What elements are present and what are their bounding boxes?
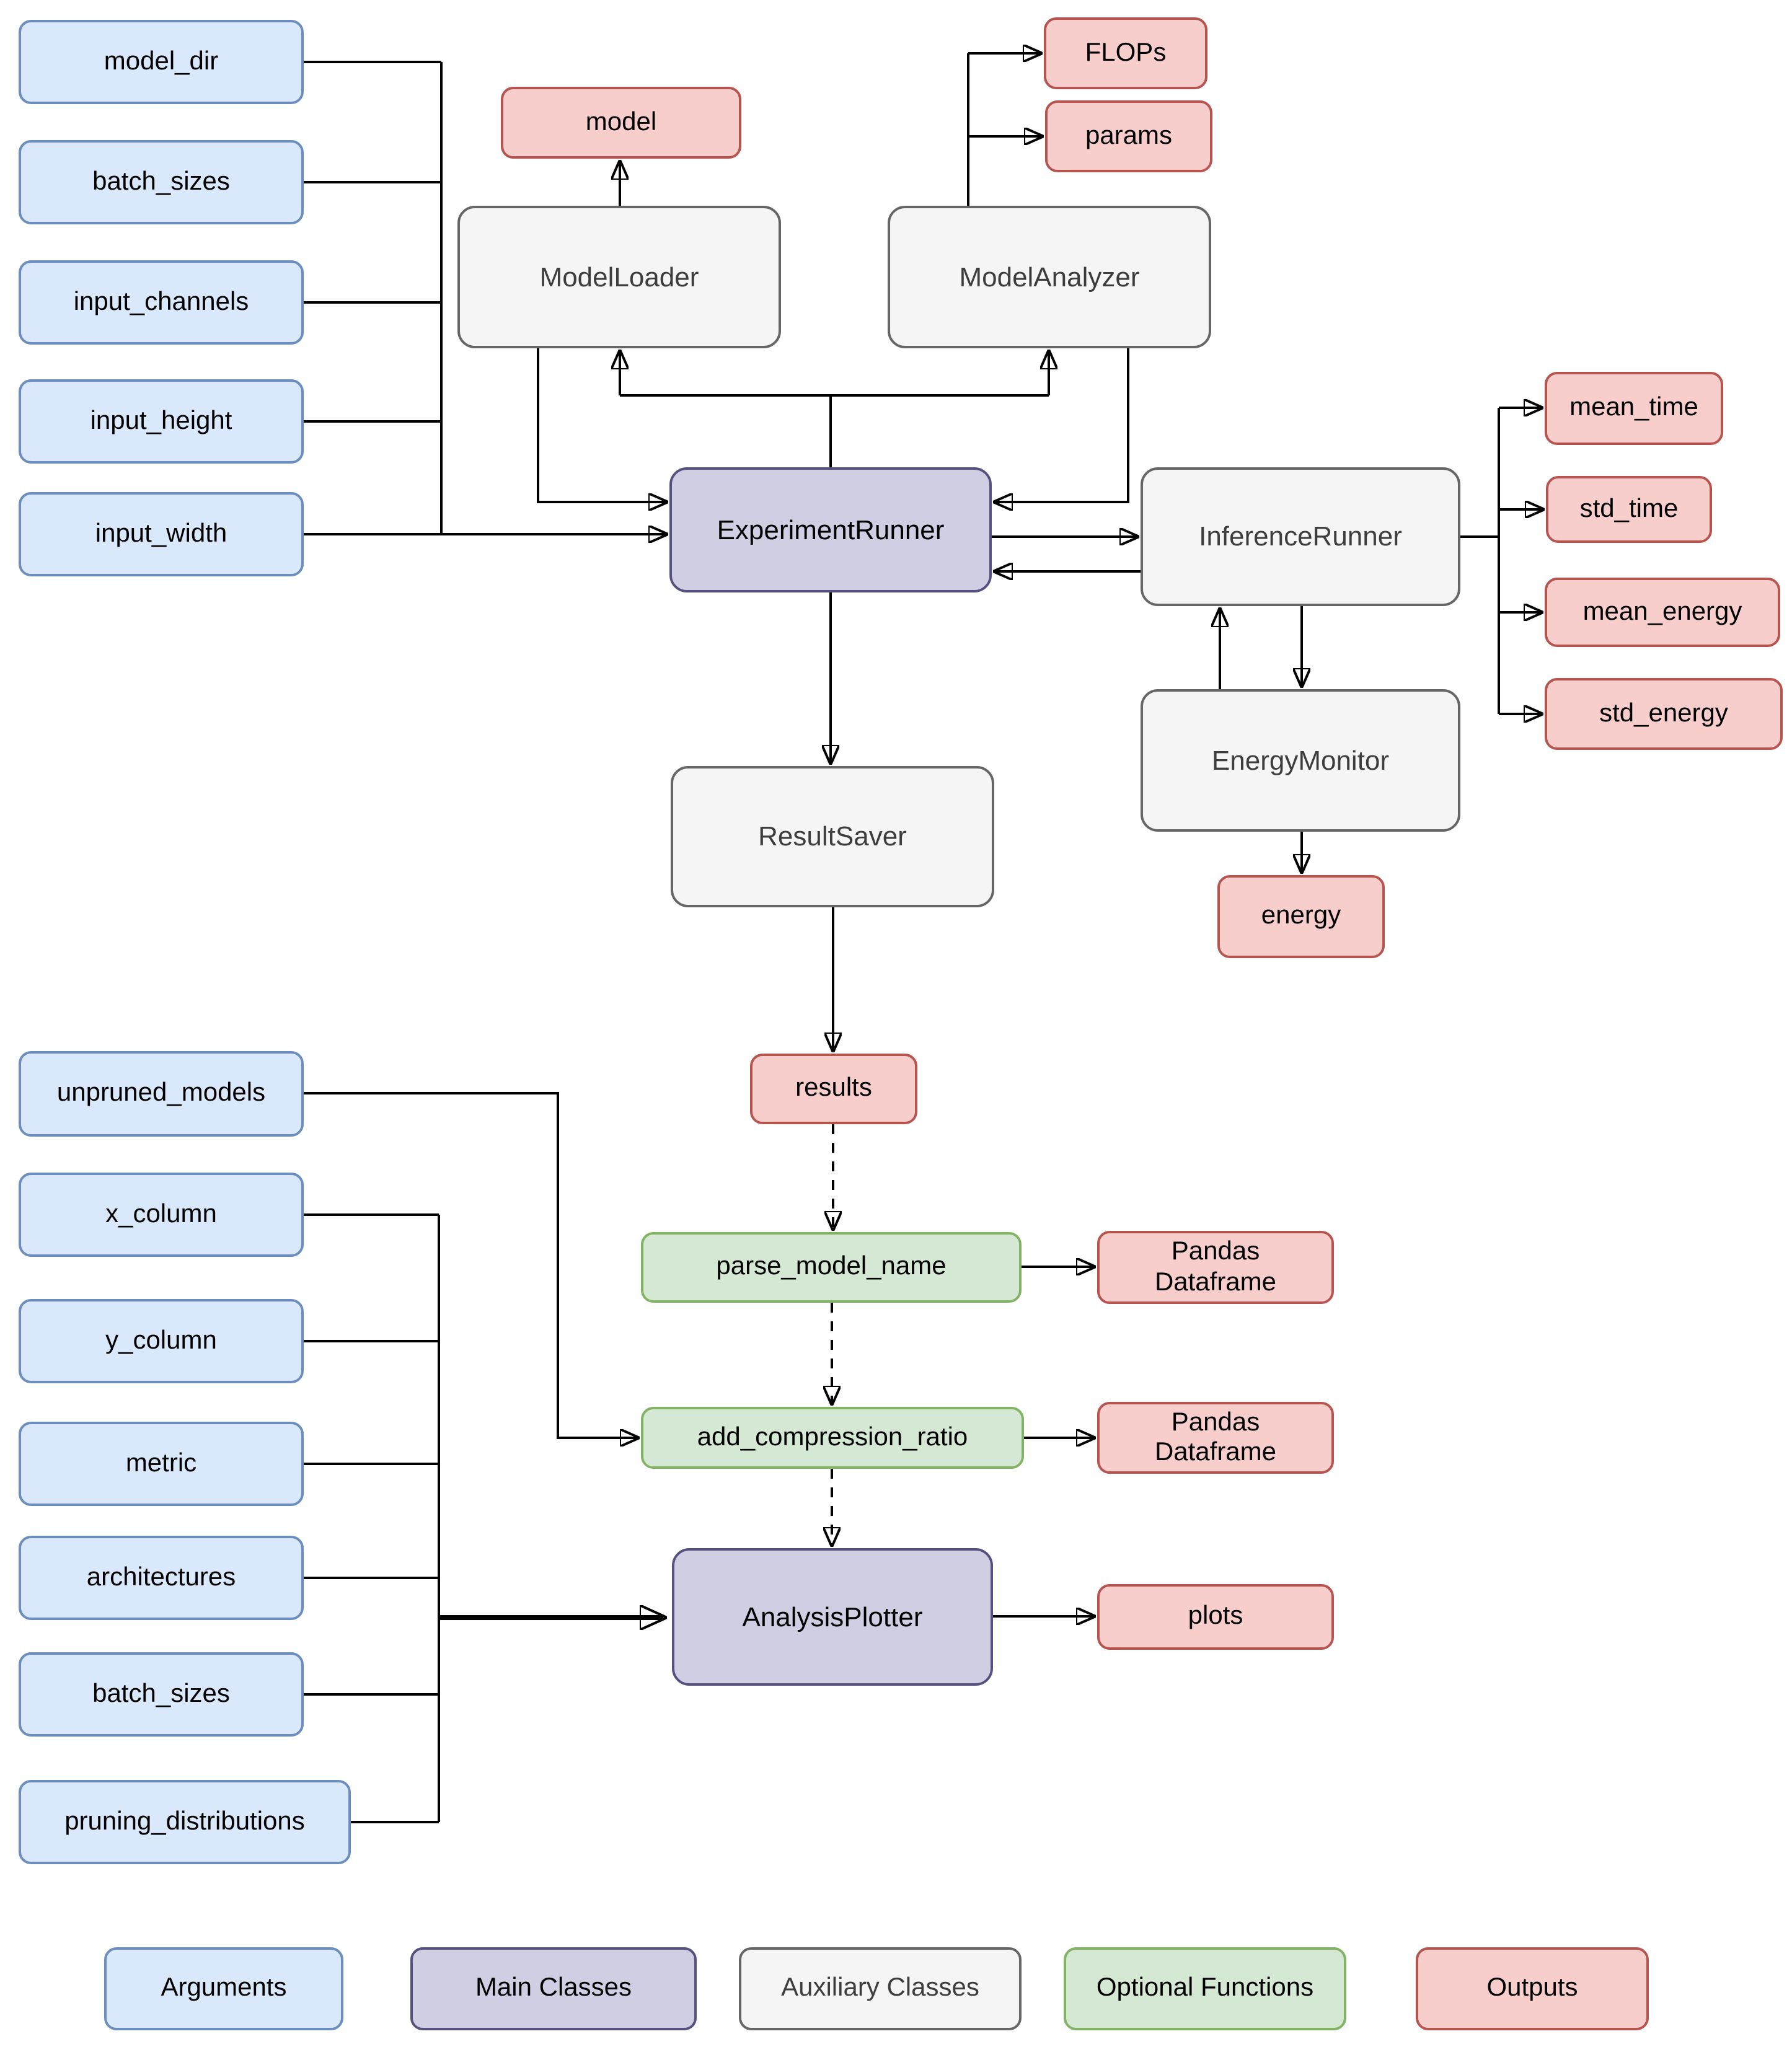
- legend-item-main-classes: Main Classes: [410, 1947, 697, 2030]
- node-label: batch_sizes: [92, 1679, 230, 1708]
- node-pandas-dataframe-1: Pandas Dataframe: [1097, 1231, 1334, 1304]
- legend-item-arguments: Arguments: [104, 1947, 343, 2030]
- node-label: ExperimentRunner: [717, 514, 945, 545]
- node-unpruned-models: unpruned_models: [19, 1051, 304, 1137]
- edge-experimentrunner-inferencerunner: [992, 537, 1141, 571]
- node-parse-model-name: parse_model_name: [641, 1232, 1022, 1303]
- node-input-height: input_height: [19, 379, 304, 464]
- node-label: input_height: [90, 406, 232, 435]
- node-label: architectures: [86, 1562, 236, 1592]
- node-label: mean_time: [1569, 393, 1698, 422]
- node-experiment-runner: ExperimentRunner: [669, 467, 992, 592]
- node-label: mean_energy: [1582, 597, 1742, 626]
- node-std-time: std_time: [1546, 476, 1712, 543]
- node-energy: energy: [1217, 875, 1385, 958]
- node-model: model: [501, 87, 741, 159]
- node-label: FLOPs: [1085, 38, 1167, 67]
- node-label: params: [1085, 121, 1173, 150]
- node-label: ModelAnalyzer: [959, 261, 1140, 293]
- node-mean-time: mean_time: [1545, 372, 1723, 445]
- node-label: Pandas Dataframe: [1154, 1407, 1277, 1466]
- node-params: params: [1045, 100, 1212, 172]
- legend-label: Arguments: [161, 1973, 287, 2002]
- node-batch-sizes: batch_sizes: [19, 140, 304, 224]
- node-pruning-distributions: pruning_distributions: [19, 1780, 351, 1864]
- node-label: plots: [1188, 1601, 1243, 1631]
- legend-label: Auxiliary Classes: [781, 1973, 979, 2002]
- legend-label: Main Classes: [475, 1973, 632, 2002]
- edge-modelloader-to-experimentrunner: [537, 348, 666, 502]
- node-add-compression-ratio: add_compression_ratio: [641, 1407, 1024, 1469]
- node-inference-runner: InferenceRunner: [1141, 467, 1460, 606]
- legend-label: Outputs: [1486, 1973, 1578, 2002]
- node-label: std_energy: [1599, 698, 1728, 728]
- node-result-saver: ResultSaver: [671, 766, 994, 907]
- node-label: input_width: [95, 519, 227, 548]
- node-label: InferenceRunner: [1199, 521, 1402, 552]
- edge-unpruned-models-to-add-compression-ratio: [304, 1092, 637, 1438]
- node-input-channels: input_channels: [19, 260, 304, 345]
- node-label: model_dir: [104, 46, 219, 76]
- node-label: ResultSaver: [758, 821, 907, 852]
- node-label: input_channels: [73, 287, 249, 316]
- node-pandas-dataframe-2: Pandas Dataframe: [1097, 1402, 1334, 1474]
- node-label: x_column: [105, 1199, 217, 1228]
- node-label: metric: [125, 1448, 197, 1477]
- node-label: std_time: [1579, 494, 1679, 523]
- node-label: model: [585, 107, 657, 136]
- edge-args1-trunk: [304, 61, 666, 534]
- node-label: batch_sizes: [92, 167, 230, 196]
- node-model-dir: model_dir: [19, 20, 304, 104]
- edge-experimentrunner-calls-loaders: [620, 352, 1049, 467]
- edge-modelanalyzer-to-experimentrunner: [995, 348, 1129, 502]
- edge-inferencerunner-energymonitor: [1220, 606, 1302, 689]
- node-flops: FLOPs: [1044, 17, 1207, 89]
- node-mean-energy: mean_energy: [1545, 578, 1780, 647]
- node-y-column: y_column: [19, 1299, 304, 1383]
- node-model-analyzer: ModelAnalyzer: [888, 206, 1211, 348]
- node-label: energy: [1261, 901, 1341, 930]
- legend-item-optional-functions: Optional Functions: [1064, 1947, 1346, 2030]
- edge-inferencerunner-outputs: [1460, 408, 1542, 714]
- node-label: results: [795, 1073, 872, 1103]
- node-x-column: x_column: [19, 1173, 304, 1257]
- legend-label: Optional Functions: [1096, 1973, 1314, 2002]
- node-architectures: architectures: [19, 1536, 304, 1620]
- node-batch-sizes-2: batch_sizes: [19, 1652, 304, 1737]
- node-std-energy: std_energy: [1545, 678, 1783, 750]
- node-label: AnalysisPlotter: [742, 1601, 923, 1632]
- node-metric: metric: [19, 1422, 304, 1506]
- legend-item-outputs: Outputs: [1416, 1947, 1649, 2030]
- node-label: Pandas Dataframe: [1154, 1237, 1277, 1296]
- node-analysis-plotter: AnalysisPlotter: [672, 1548, 993, 1686]
- node-plots: plots: [1097, 1584, 1334, 1650]
- node-energy-monitor: EnergyMonitor: [1141, 689, 1460, 832]
- node-label: parse_model_name: [716, 1252, 947, 1281]
- node-input-width: input_width: [19, 492, 304, 576]
- node-label: pruning_distributions: [64, 1807, 305, 1836]
- node-label: unpruned_models: [56, 1078, 266, 1107]
- node-label: add_compression_ratio: [697, 1422, 968, 1451]
- legend-item-auxiliary-classes: Auxiliary Classes: [739, 1947, 1022, 2030]
- node-label: ModelLoader: [539, 261, 699, 293]
- node-label: y_column: [105, 1326, 217, 1355]
- node-label: EnergyMonitor: [1211, 744, 1390, 776]
- edge-args2-trunk: [304, 1213, 663, 1823]
- node-results: results: [750, 1054, 917, 1124]
- node-model-loader: ModelLoader: [457, 206, 781, 348]
- edge-modelanalyzer-to-flops-params: [967, 53, 1041, 206]
